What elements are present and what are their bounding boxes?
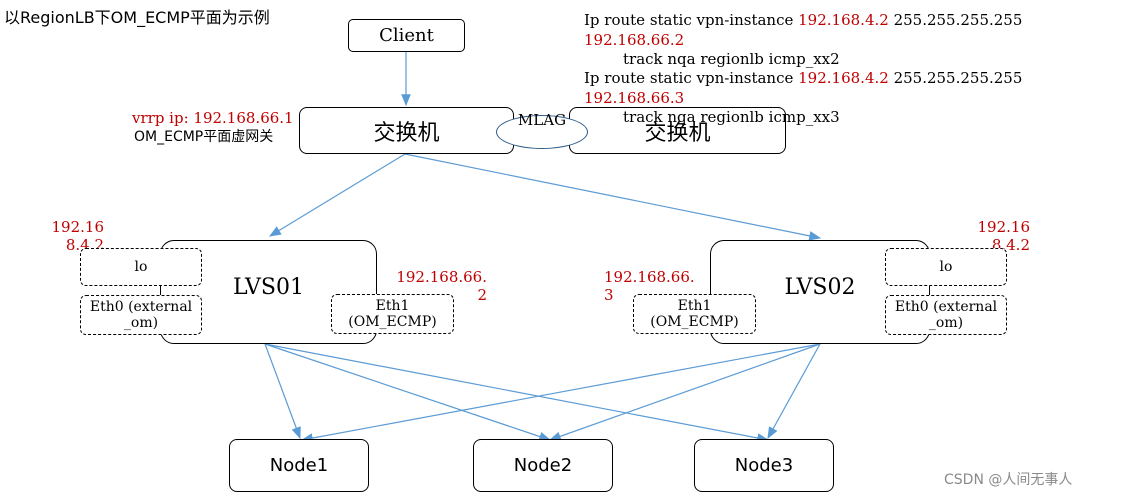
client-label: Client bbox=[379, 25, 434, 46]
switch-box-1: 交换机 bbox=[299, 107, 514, 154]
switch-to-lvs02-arrow bbox=[404, 153, 822, 241]
lvs01-to-node2-arrow bbox=[264, 343, 552, 442]
route-2-track: track nqa regionlb icmp_xx3 bbox=[623, 108, 840, 126]
lvs02-lo-interface: lo bbox=[885, 248, 1007, 286]
route-1-line: Ip route static vpn-instance 192.168.4.2… bbox=[584, 11, 1023, 29]
switch-2-label: 交换机 bbox=[644, 120, 711, 146]
switch-box-2: 交换机 bbox=[569, 107, 786, 154]
node1-box: Node1 bbox=[229, 439, 369, 492]
node1-label: Node1 bbox=[269, 455, 329, 476]
client-box: Client bbox=[348, 19, 465, 52]
vrrp-ip-label: vrrp ip: 192.168.66.1 bbox=[132, 109, 294, 127]
node3-box: Node3 bbox=[694, 439, 834, 492]
lvs02-eth0-interface: Eth0 (external_om) bbox=[885, 295, 1007, 335]
lvs02-to-node3-arrow bbox=[767, 343, 821, 440]
lvs01-label: LVS01 bbox=[233, 274, 304, 300]
lvs02-eth1-interface: Eth1 (OM_ECMP) bbox=[633, 294, 756, 334]
lvs02-to-node1-arrow bbox=[300, 343, 821, 443]
switch-1-label: 交换机 bbox=[373, 120, 440, 146]
lvs01-eth0-interface: Eth0 (external_om) bbox=[80, 295, 202, 335]
lvs01-eth1-ip: 192.168.66.2 bbox=[396, 268, 487, 304]
lvs01-to-node3-arrow bbox=[264, 343, 770, 443]
lvs02-label: LVS02 bbox=[784, 274, 856, 300]
route-1-nexthop: 192.168.66.2 bbox=[584, 31, 685, 49]
switch-to-lvs01-arrow bbox=[268, 153, 406, 237]
node3-label: Node3 bbox=[734, 455, 794, 476]
route-1-track: track nqa regionlb icmp_xx2 bbox=[623, 50, 840, 68]
route-2-line: Ip route static vpn-instance 192.168.4.2… bbox=[584, 69, 1023, 87]
route-2-nexthop: 192.168.66.3 bbox=[584, 89, 685, 107]
node2-label: Node2 bbox=[513, 455, 573, 476]
node2-box: Node2 bbox=[473, 439, 613, 492]
lvs01-to-node1-arrow bbox=[264, 343, 301, 440]
lvs02-eth1-ip: 192.168.66.3 bbox=[604, 268, 695, 304]
lvs01-lo-interface: lo bbox=[80, 248, 202, 286]
om-ecmp-gateway-label: OM_ECMP平面虚网关 bbox=[134, 129, 274, 145]
mlag-ellipse bbox=[496, 115, 588, 149]
mlag-label: MLAG bbox=[517, 111, 567, 129]
lvs01-eth1-interface: Eth1 (OM_ECMP) bbox=[331, 294, 454, 334]
lvs02-to-node2-arrow bbox=[548, 343, 821, 441]
csdn-watermark: CSDN @人间无事人 bbox=[944, 472, 1073, 488]
diagram-title: 以RegionLB下OM_ECMP平面为示例 bbox=[4, 8, 270, 27]
